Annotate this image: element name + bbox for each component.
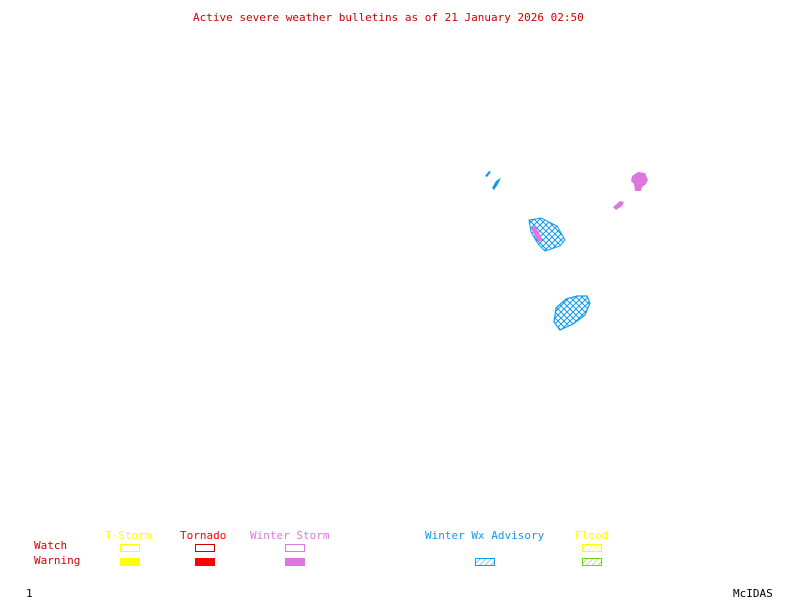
legend-tstorm-label: T-Storm [105,529,152,542]
legend-winter-storm-watch-swatch [285,544,305,552]
advisory-area-central [528,217,566,252]
legend-tornado-label: Tornado [180,529,227,542]
legend-tstorm-watch-swatch [120,544,140,552]
brand-label: McIDAS [733,587,773,600]
legend-winter-advisory-label: Winter Wx Advisory [425,529,545,542]
frame-number: 1 [26,587,33,600]
legend-tstorm-warning-swatch [120,558,140,566]
legend-flood-watch-swatch [582,544,602,552]
legend-flood-warning-swatch [582,558,602,566]
legend-winter-storm-warning-swatch [285,558,305,566]
legend-winter-storm-label: Winter Storm [250,529,330,542]
advisory-area-north [485,171,501,190]
legend-row-warning: Warning [34,554,81,567]
legend-winter-advisory-swatch [475,558,495,566]
winter-storm-area-streak [613,201,624,210]
winter-storm-area-central [531,226,542,241]
winter-storm-area-northeast [631,172,648,191]
legend-tornado-warning-swatch [195,558,215,566]
legend-tornado-watch-swatch [195,544,215,552]
legend-flood-label: Flood [575,529,609,542]
page-title: Active severe weather bulletins as of 21… [193,11,584,24]
legend-row-watch: Watch [34,539,68,552]
advisory-area-south [553,295,591,331]
